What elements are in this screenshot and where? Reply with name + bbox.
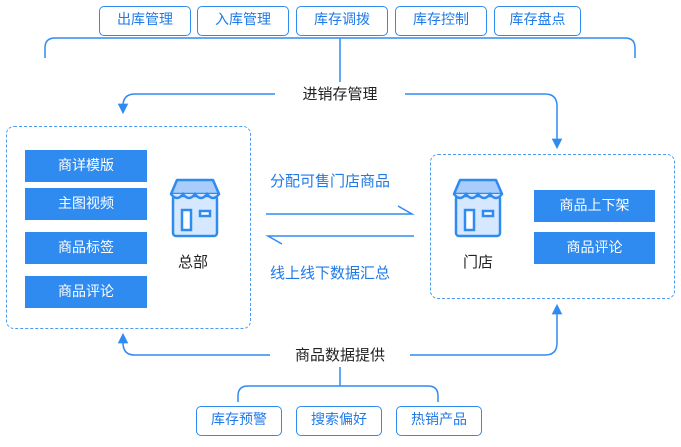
hq-label: 总部 xyxy=(178,253,209,271)
bottom-label: 商品数据提供 xyxy=(275,343,405,367)
top-tag-transfer[interactable]: 库存调拨 xyxy=(296,6,388,36)
top-label: 进销存管理 xyxy=(280,82,400,106)
top-left-arrow xyxy=(117,93,275,115)
flow-label-to-store: 分配可售门店商品 xyxy=(270,172,391,190)
top-tag-outbound[interactable]: 出库管理 xyxy=(99,6,191,36)
flow-arrow-to-store xyxy=(266,205,415,215)
bottom-right-arrow xyxy=(410,303,563,356)
hq-item-reviews[interactable]: 商品评论 xyxy=(25,276,147,308)
hq-item-tags[interactable]: 商品标签 xyxy=(25,232,147,264)
bottom-bracket xyxy=(237,385,439,402)
store-icon xyxy=(452,178,504,238)
top-right-arrow xyxy=(405,93,563,150)
store-label: 门店 xyxy=(463,253,494,271)
store-item-listing[interactable]: 商品上下架 xyxy=(534,190,655,222)
store-item-reviews[interactable]: 商品评论 xyxy=(534,232,655,264)
bottom-left-arrow xyxy=(117,332,270,356)
flow-arrow-to-hq xyxy=(265,235,414,245)
top-tag-control[interactable]: 库存控制 xyxy=(395,6,487,36)
flow-label-to-hq: 线上线下数据汇总 xyxy=(270,264,391,282)
hq-item-template[interactable]: 商详模版 xyxy=(25,150,147,182)
bottom-tag-hot-products[interactable]: 热销产品 xyxy=(396,406,482,436)
bottom-tag-search-pref[interactable]: 搜索偏好 xyxy=(296,406,382,436)
top-tag-inbound[interactable]: 入库管理 xyxy=(197,6,289,36)
store-icon xyxy=(169,178,221,238)
bottom-tag-stock-alert[interactable]: 库存预警 xyxy=(196,406,282,436)
top-tag-stocktake[interactable]: 库存盘点 xyxy=(494,6,581,36)
hq-item-video[interactable]: 主图视频 xyxy=(25,188,147,220)
